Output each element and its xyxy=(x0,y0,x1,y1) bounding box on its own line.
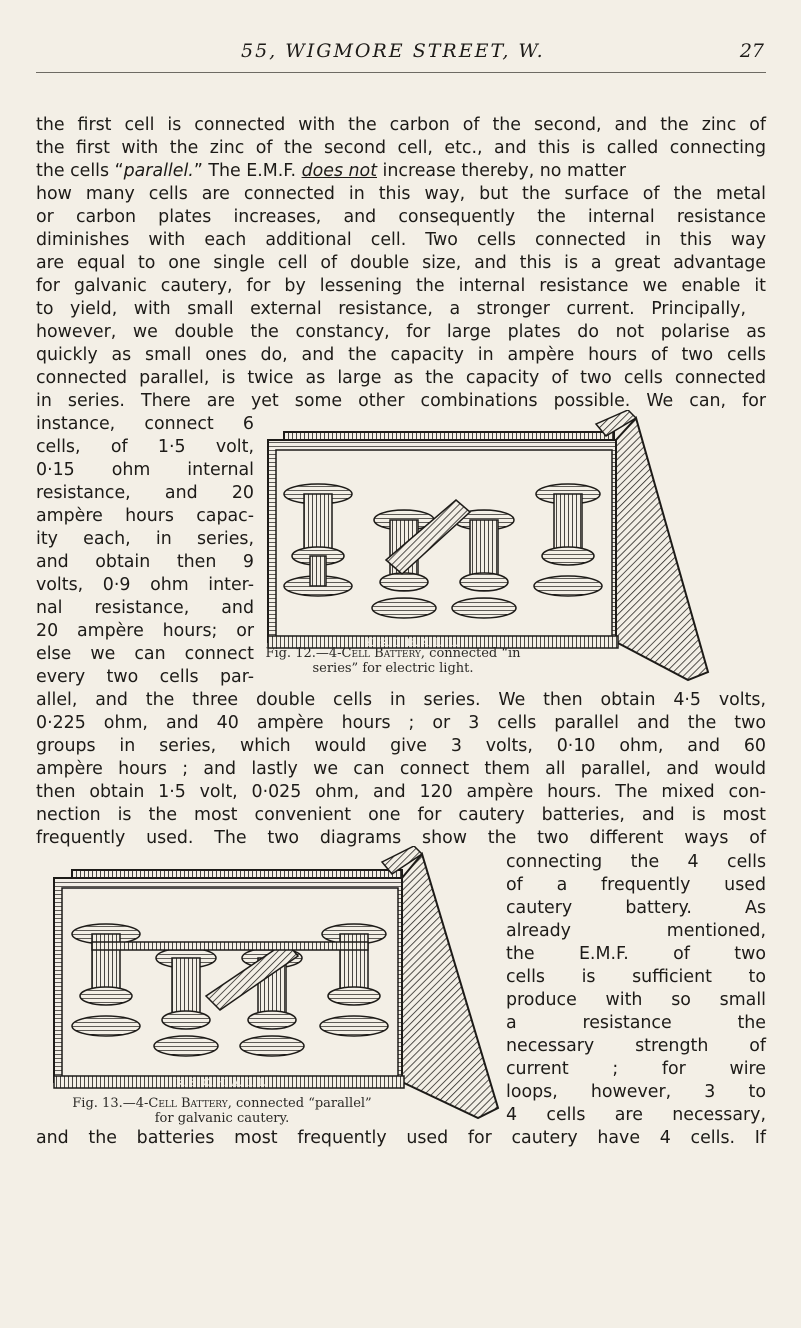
text-line: and the batteries most frequently used f… xyxy=(36,1128,766,1148)
text-line: for galvanic cautery, for by lessening t… xyxy=(36,276,766,296)
running-header: 55, WIGMORE STREET, W. 27 xyxy=(36,40,766,73)
text-line: connected parallel, is twice as large as… xyxy=(36,368,766,388)
text-line: in series. There are yet some other comb… xyxy=(36,391,766,411)
text-line: or carbon plates increases, and conseque… xyxy=(36,207,766,227)
text-line: the E.M.F. of two xyxy=(506,944,766,964)
text-line: allel, and the three double cells in ser… xyxy=(36,690,766,710)
page-number: 27 xyxy=(739,40,764,62)
text-line: frequently used. The two diagrams show t… xyxy=(36,828,766,848)
text-line: diminishes with each additional cell. Tw… xyxy=(36,230,766,250)
figure-12-caption: Fig. 12.—4-Cell Battery, connected “in s… xyxy=(265,646,521,676)
text-line: and obtain then 9 xyxy=(36,552,254,572)
text-line: every two cells par- xyxy=(36,667,254,687)
text-line: a resistance the xyxy=(506,1013,766,1033)
text-line: the cells “parallel.” The E.M.F. does no… xyxy=(36,161,627,181)
text-line: nection is the most convenient one for c… xyxy=(36,805,766,825)
text-line: are equal to one single cell of double s… xyxy=(36,253,766,273)
text-line: the first with the zinc of the second ce… xyxy=(36,138,766,158)
text-line: current ; for wire xyxy=(506,1059,766,1079)
text-line: of a frequently used xyxy=(506,875,766,895)
text-line: to yield, with small external resistance… xyxy=(36,299,746,319)
text-line: resistance, and 20 xyxy=(36,483,254,503)
text-line: produce with so small xyxy=(506,990,766,1010)
italic-parallel: parallel. xyxy=(123,161,194,181)
text-line: groups in series, which would give 3 vol… xyxy=(36,736,766,756)
text-line: the first cell is connected with the car… xyxy=(36,115,766,135)
text-line: volts, 0·9 ohm inter- xyxy=(36,575,254,595)
text-line: ity each, in series, xyxy=(36,529,254,549)
figure-13-caption: Fig. 13.—4-Cell Battery, connected “para… xyxy=(72,1096,372,1126)
text-line: else we can connect xyxy=(36,644,254,664)
text-line: ampère hours ; and lastly we can connect… xyxy=(36,759,766,779)
fig12-maker-plate: K. S. C. H. A. L. L. xyxy=(366,638,458,649)
text-line: loops, however, 3 to xyxy=(506,1082,766,1102)
header-title: 55, WIGMORE STREET, W. xyxy=(241,40,545,62)
figure-13-battery-illustration: K. S. C. H. A. L. L. xyxy=(53,846,500,1120)
text-line: cells is sufficient to xyxy=(506,967,766,987)
text-line: 20 ampère hours; or xyxy=(36,621,254,641)
fig13-maker-plate: K. S. C. H. A. L. L. xyxy=(176,1078,268,1089)
text-line: quickly as small ones do, and the capaci… xyxy=(36,345,766,365)
text-line: 0·225 ohm, and 40 ampère hours ; or 3 ce… xyxy=(36,713,766,733)
text-line: nal resistance, and xyxy=(36,598,254,618)
text-line: already mentioned, xyxy=(506,921,766,941)
text-line: cells, of 1·5 volt, xyxy=(36,437,254,457)
text-line: cautery battery. As xyxy=(506,898,766,918)
text-line: ampère hours capac- xyxy=(36,506,254,526)
italic-does-not: does not xyxy=(301,161,378,181)
text-line: however, we double the constancy, for la… xyxy=(36,322,766,342)
text-line: 0·15 ohm internal xyxy=(36,460,254,480)
figure-12-battery-illustration: K. S. C. H. A. L. L. xyxy=(267,410,710,682)
text-line: instance, connect 6 xyxy=(36,414,254,434)
text-line: connecting the 4 cells xyxy=(506,852,766,872)
text-line: then obtain 1·5 volt, 0·025 ohm, and 120… xyxy=(36,782,766,802)
text-line: necessary strength of xyxy=(506,1036,766,1056)
text-line: 4 cells are necessary, xyxy=(506,1105,766,1125)
text-line: how many cells are connected in this way… xyxy=(36,184,766,204)
